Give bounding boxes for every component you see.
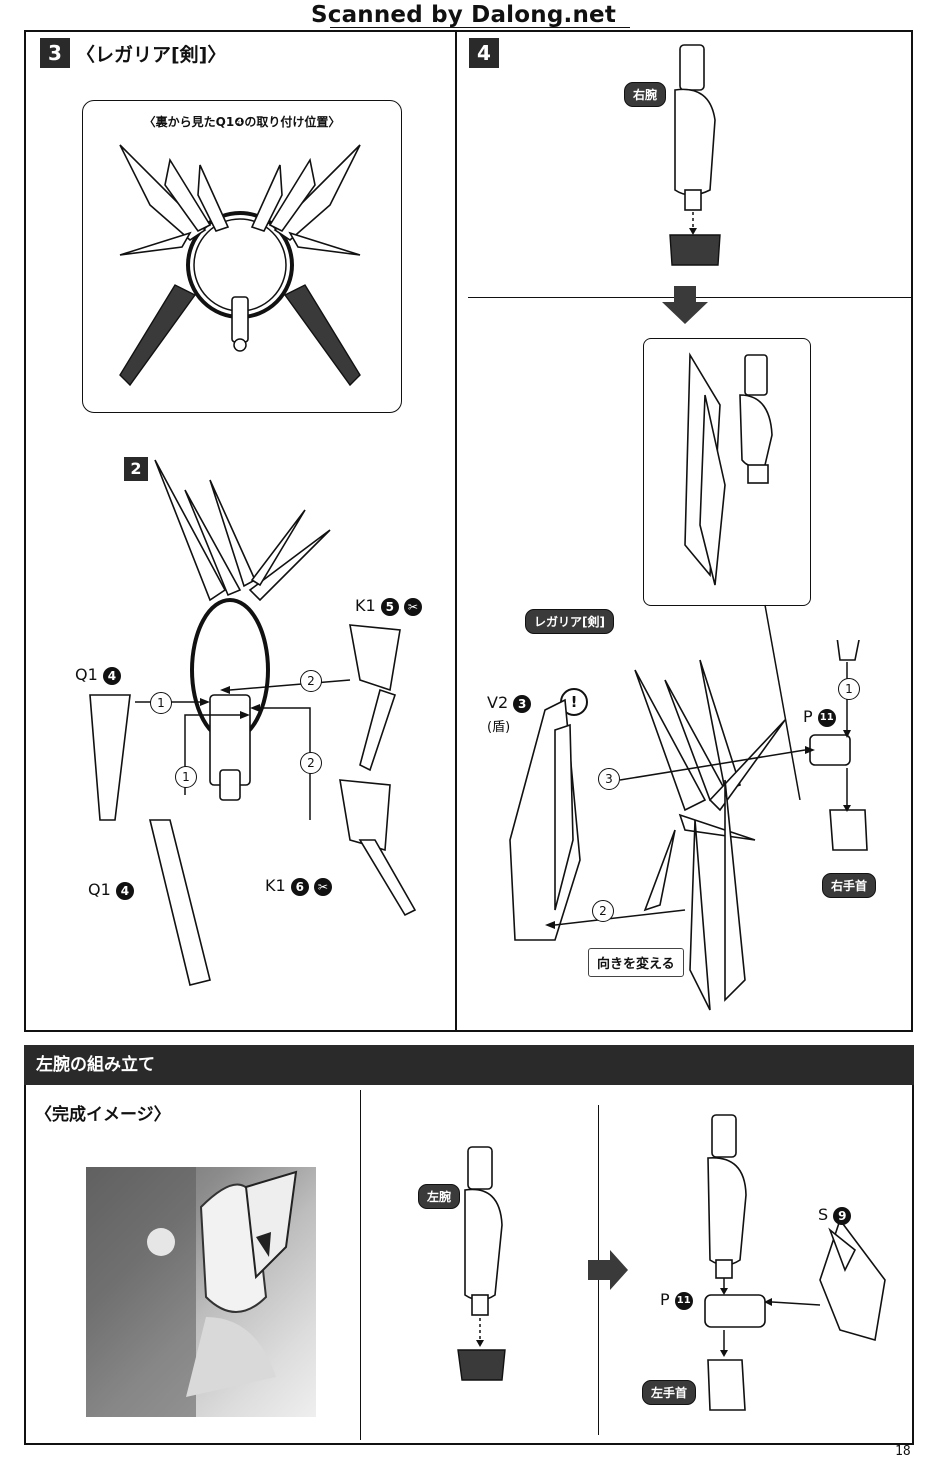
step3-order-1a: 1 [150,692,172,714]
p-label-right: P 11 [803,707,836,727]
step3-title: 〈レガリア[剣]〉 [76,44,227,66]
turn-note: 向きを変える [588,948,684,977]
q1-bottom-number: 4 [115,881,134,900]
left-arm-divider-1 [360,1090,361,1440]
v2-name: V2 [487,693,509,712]
step4-detail-diagram [684,352,773,586]
inset-regalia-diagram [119,144,361,387]
step3-substep-number: 2 [124,457,148,481]
watermark: Scanned by Dalong.net [310,2,617,28]
q1-top-number: 4 [102,666,121,685]
p-number-left: 11 [674,1291,693,1310]
step3-number: 3 [40,38,70,68]
step4-callout-line [764,604,801,800]
s-number: 9 [833,1206,852,1225]
step3-order-2b: 2 [300,752,322,774]
step4-down-arrow [662,286,708,324]
step4-order-3: 3 [598,768,620,790]
complete-image-figure [86,1167,298,1417]
right-arm-tag: 右腕 [624,82,667,107]
p-label-left: P 11 [660,1290,693,1310]
k1-top-label: K1 5 ✂ [355,596,422,616]
left-arm-next-arrow [588,1250,628,1290]
step4-number: 4 [469,38,499,68]
left-wrist-tag: 左手首 [642,1380,697,1405]
left-arm-banner: 左腕の組み立て [24,1045,914,1085]
k1-bottom-name: K1 [265,876,286,895]
regalia-tag: レガリア[剣] [525,609,614,634]
s-label: S 9 [818,1205,852,1225]
step4-main-diagram [509,640,868,1011]
left-arm-assembly-diagram [704,1114,886,1411]
left-arm-panel [24,1085,914,1445]
step3-order-1b: 1 [175,766,197,788]
v2-number: 3 [513,694,532,713]
p-number-right: 11 [817,708,836,727]
k1-top-name: K1 [355,596,376,615]
page-number: 18 [895,1444,911,1459]
p-name-right: P [803,707,813,726]
k1-top-number: 5 [380,597,399,616]
right-wrist-tag: 右手首 [822,873,877,898]
complete-image-title: 〈完成イメージ〉 [35,1105,171,1125]
p-name-left: P [660,1290,670,1309]
q1-top-label: Q1 4 [75,665,121,685]
k1-bottom-label: K1 6 ✂ [265,876,332,896]
step4-order-1: 1 [838,678,860,700]
cut-icon: ✂ [403,597,422,616]
k1-bottom-number: 6 [290,877,309,896]
step4-panel [455,30,913,1032]
q1-top-name: Q1 [75,665,98,684]
s-name: S [818,1205,829,1224]
q1-bottom-name: Q1 [88,880,111,899]
v2-sub: (盾) [487,720,511,735]
step4-detail-inset [643,338,811,606]
step4-order-2: 2 [592,900,614,922]
left-arm-diagram [457,1146,506,1381]
step4-arm-diagram [669,44,721,266]
cut-icon: ✂ [313,877,332,896]
q1-bottom-label: Q1 4 [88,880,134,900]
step3-panel [24,30,456,1032]
left-arm-tag: 左腕 [418,1184,461,1209]
step3-order-2a: 2 [300,670,322,692]
step3-main-diagram [89,459,417,986]
watermark-underline [330,27,630,28]
v2-label: V2 3 [487,693,532,713]
step3-inset-caption: 〈裏から見たQ1❹の取り付け位置〉 [143,115,341,129]
